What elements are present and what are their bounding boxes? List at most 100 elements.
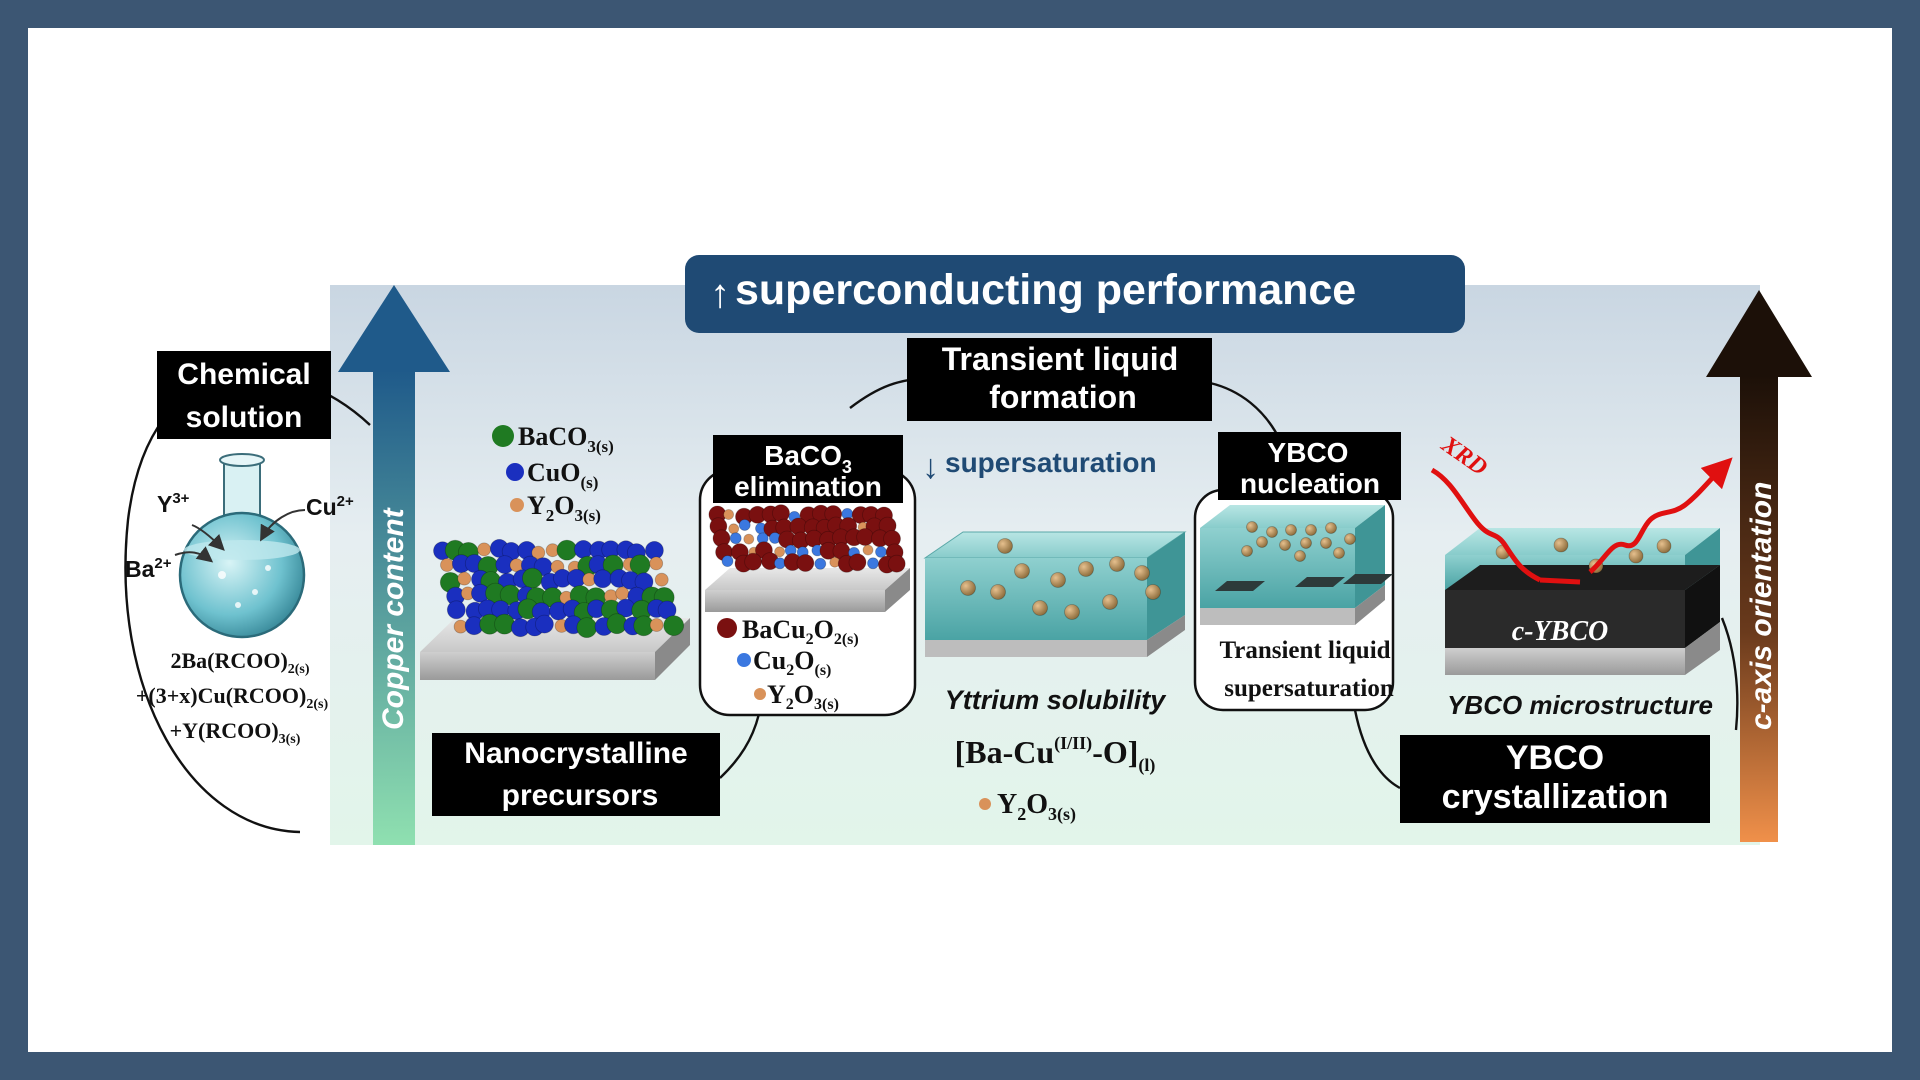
y2o3-particle xyxy=(457,571,472,586)
svg-text:elimination: elimination xyxy=(734,471,882,502)
nucleus-particle xyxy=(1279,539,1291,551)
header-title: superconducting performance xyxy=(735,266,1356,314)
stage-nanocrystalline-precursors: Nanocrystalline precursors xyxy=(432,733,720,816)
svg-text:crystallization: crystallization xyxy=(1442,778,1669,816)
y2o3-particle xyxy=(774,546,785,558)
cu2o-particle xyxy=(738,519,751,531)
svg-text:Cu2O(s): Cu2O(s) xyxy=(753,646,831,679)
nucleus-particle xyxy=(1266,526,1278,538)
c-axis-orientation-arrow: c-axis orientation xyxy=(1706,290,1812,842)
precursor-legend: BaCO3(s) CuO(s) Y2O3(s) xyxy=(492,422,614,525)
yttria-particle xyxy=(1109,556,1125,572)
svg-text:BaCu2O2(s): BaCu2O2(s) xyxy=(742,615,859,648)
bacu2o2-particle xyxy=(887,554,906,573)
ion-cu: Cu2+ xyxy=(306,493,354,520)
cycle-connector xyxy=(1209,381,1282,441)
y2o3-particle xyxy=(728,523,740,535)
ybco-nucleus-platelet xyxy=(1343,574,1393,584)
y2o3-particle xyxy=(743,533,755,545)
flask-icon xyxy=(174,453,306,639)
precursor-particles xyxy=(433,539,685,638)
y2o3-particle xyxy=(654,572,669,587)
yttria-particle xyxy=(1134,565,1150,581)
cuo-particle xyxy=(535,614,554,634)
baco3-particle xyxy=(494,613,515,635)
baco3-particle xyxy=(522,567,543,589)
baco3-particle xyxy=(556,539,578,561)
transient-supersaturation-label: supersaturation xyxy=(1224,675,1394,702)
cu2o-particle xyxy=(867,557,879,570)
nucleus-particle xyxy=(1320,537,1332,549)
nucleus-particle xyxy=(1256,536,1268,548)
stage-transient-liquid-formation: Transient liquid formation xyxy=(907,338,1212,421)
nucleus-particle xyxy=(1344,533,1356,545)
elimination-legend: BaCu2O2(s) Cu2O(s) Y2O3(s) xyxy=(717,615,859,713)
svg-text:Chemical: Chemical xyxy=(177,358,310,391)
svg-text:precursors: precursors xyxy=(502,779,659,812)
svg-text:solution: solution xyxy=(186,401,303,434)
cu2o-particle xyxy=(729,532,742,545)
liquid-phase-formula: [Ba-Cu(I/II)-O](l) xyxy=(955,733,1156,776)
copper-content-arrow: Copper content xyxy=(338,285,450,845)
svg-text:Y2O3(s): Y2O3(s) xyxy=(997,789,1076,825)
elimination-particles xyxy=(708,504,906,574)
svg-text:+(3+x)Cu(RCOO)2(s): +(3+x)Cu(RCOO)2(s) xyxy=(136,683,329,712)
residual-particle xyxy=(1553,537,1569,553)
stage-baco3-elimination: BaCO3 elimination xyxy=(713,435,903,503)
svg-text:Y2O3(s): Y2O3(s) xyxy=(527,491,601,525)
svg-text:Y2O3(s): Y2O3(s) xyxy=(767,680,839,713)
svg-text:YBCO: YBCO xyxy=(1506,739,1604,777)
supersaturation-label: supersaturation xyxy=(945,447,1157,478)
down-arrow-icon: ↓ xyxy=(922,448,939,486)
nucleus-particle xyxy=(1294,550,1306,562)
yttria-particle xyxy=(1032,600,1048,616)
y2o3-bottom-label: Y2O3(s) xyxy=(979,789,1076,825)
nucleus-particle xyxy=(1333,547,1345,559)
stage-ybco-nucleation: YBCO nucleation xyxy=(1218,432,1401,500)
cuo-particle xyxy=(446,600,466,620)
svg-text:BaCO3(s): BaCO3(s) xyxy=(518,422,614,456)
nanocrystalline-block xyxy=(420,539,690,680)
svg-text:YBCO: YBCO xyxy=(1268,437,1349,468)
nucleus-particle xyxy=(1285,524,1297,536)
elimination-block xyxy=(705,504,910,612)
cycle-connector xyxy=(1720,617,1739,731)
baco3-particle xyxy=(576,617,598,638)
svg-text:2Ba(RCOO)2(s): 2Ba(RCOO)2(s) xyxy=(170,648,309,677)
yttria-particle xyxy=(1050,572,1066,588)
up-arrow-icon: ↑ xyxy=(710,272,730,316)
cu2o-particle xyxy=(875,546,887,558)
bacu2o2-particle xyxy=(744,552,762,571)
nucleus-particle xyxy=(1325,522,1337,534)
ybco-nucleus-platelet xyxy=(1215,581,1265,591)
svg-text:CuO(s): CuO(s) xyxy=(527,458,598,492)
svg-text:BaCO3: BaCO3 xyxy=(764,440,852,477)
yttria-particle xyxy=(990,584,1006,600)
yttria-particle xyxy=(1078,561,1094,577)
svg-text:nucleation: nucleation xyxy=(1240,468,1380,499)
bacu2o2-particle xyxy=(796,554,815,572)
svg-text:+Y(RCOO)3(s): +Y(RCOO)3(s) xyxy=(170,718,301,747)
bacu2o2-particle xyxy=(848,553,867,572)
process-diagram: ↑ superconducting performance Copper con… xyxy=(124,255,1812,845)
cu2o-particle xyxy=(814,557,827,570)
cu2o-particle xyxy=(721,555,734,567)
microstructure-block: c-YBCO xyxy=(1445,528,1720,675)
ybco-nucleus-platelet xyxy=(1295,577,1345,587)
nucleus-particle xyxy=(1246,521,1258,533)
ion-ba: Ba2+ xyxy=(125,555,172,582)
nucleus-particle xyxy=(1305,524,1317,536)
yttria-particle xyxy=(1064,604,1080,620)
cuo-particle xyxy=(593,569,613,589)
ybco-microstructure-label: YBCO microstructure xyxy=(1447,690,1713,720)
yttria-particle xyxy=(997,538,1013,554)
y2o3-particle xyxy=(649,618,664,632)
yttria-particle xyxy=(1102,594,1118,610)
y2o3-particle xyxy=(477,542,492,557)
svg-text:Transient liquid: Transient liquid xyxy=(942,341,1178,377)
baco3-particle xyxy=(663,615,685,636)
residual-particles xyxy=(1495,537,1672,574)
ion-y: Y3+ xyxy=(157,490,190,517)
y2o3-particle xyxy=(649,556,664,571)
yttria-particles xyxy=(960,538,1161,620)
